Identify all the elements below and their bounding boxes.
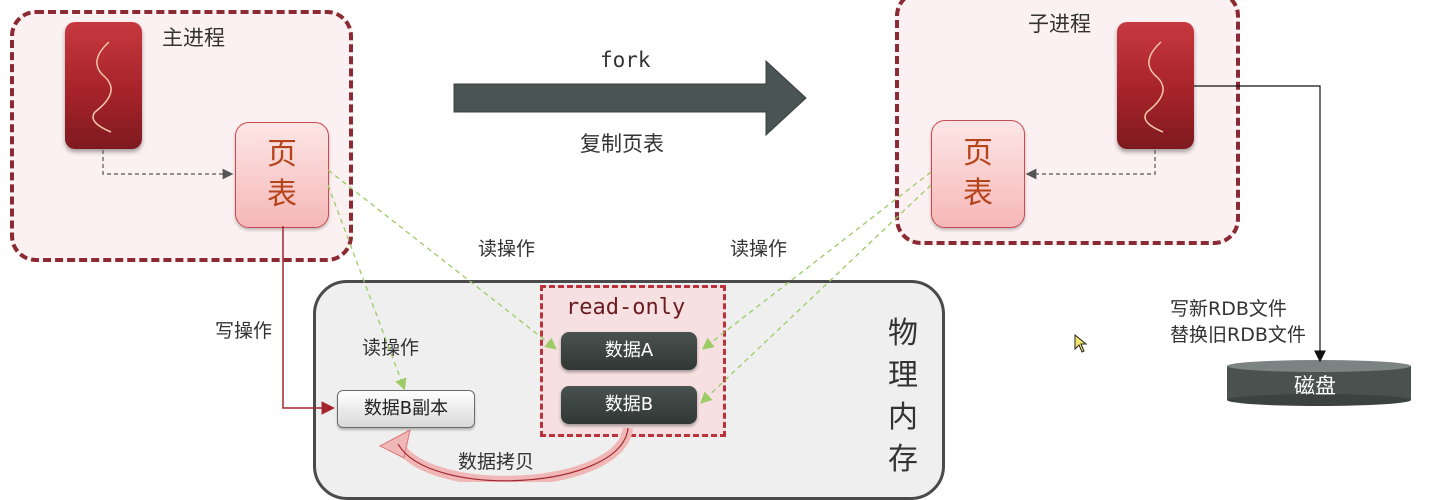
write-line — [282, 226, 335, 415]
child-page-table-char-2: 表 — [963, 176, 993, 211]
fork-label: fork — [600, 48, 651, 72]
write-op-label: 写操作 — [215, 320, 273, 342]
main-process-thread-icon — [65, 22, 142, 149]
squiggle-icon — [1144, 41, 1164, 133]
read-line-main-to-copy — [327, 184, 407, 391]
data-a-block: 数据A — [561, 332, 697, 370]
data-copy-arrow — [393, 426, 633, 482]
physical-memory-char-1: 物 — [888, 316, 918, 351]
main-page-table-char-2: 表 — [267, 177, 297, 212]
disk-label: 磁盘 — [1294, 374, 1336, 398]
data-b-block: 数据B — [561, 386, 697, 424]
cursor-icon — [1074, 334, 1088, 353]
fork-sublabel: 复制页表 — [580, 132, 664, 156]
main-process-title: 主进程 — [162, 26, 225, 50]
disk-note-line2: 替换旧RDB文件 — [1170, 324, 1306, 346]
child-page-table-char-1: 页 — [963, 136, 993, 171]
read-line-child-to-a — [701, 171, 932, 350]
fork-arrow-icon — [453, 59, 807, 137]
squiggle-icon — [92, 41, 112, 133]
disk-note-line1: 写新RDB文件 — [1170, 298, 1287, 320]
read-line-child-to-b — [700, 184, 932, 404]
physical-memory-char-4: 存 — [888, 442, 918, 477]
child-thread-to-pagetable — [1025, 150, 1156, 180]
data-copy-label: 数据拷贝 — [458, 451, 535, 473]
read-op-label-child: 读操作 — [730, 238, 788, 260]
child-process-thread-icon — [1117, 22, 1194, 149]
child-process-title: 子进程 — [1028, 12, 1091, 36]
read-op-label-main: 读操作 — [478, 238, 536, 260]
child-page-table: 页 表 — [931, 120, 1025, 228]
physical-memory-char-2: 理 — [888, 358, 918, 393]
child-to-disk-line — [1194, 85, 1326, 363]
physical-memory-char-3: 内 — [888, 400, 918, 435]
main-thread-to-pagetable — [102, 150, 234, 180]
main-page-table: 页 表 — [235, 122, 329, 228]
connectors — [102, 85, 1326, 482]
disk-icon — [1227, 360, 1411, 406]
read-only-label: read-only — [566, 295, 686, 320]
read-line-main-to-a — [327, 169, 558, 350]
data-b-copy-block: 数据B副本 — [337, 390, 475, 428]
read-op-label-inner: 读操作 — [362, 337, 420, 359]
physical-memory-label: 物 理 内 存 — [883, 313, 923, 481]
main-page-table-char-1: 页 — [267, 137, 297, 172]
